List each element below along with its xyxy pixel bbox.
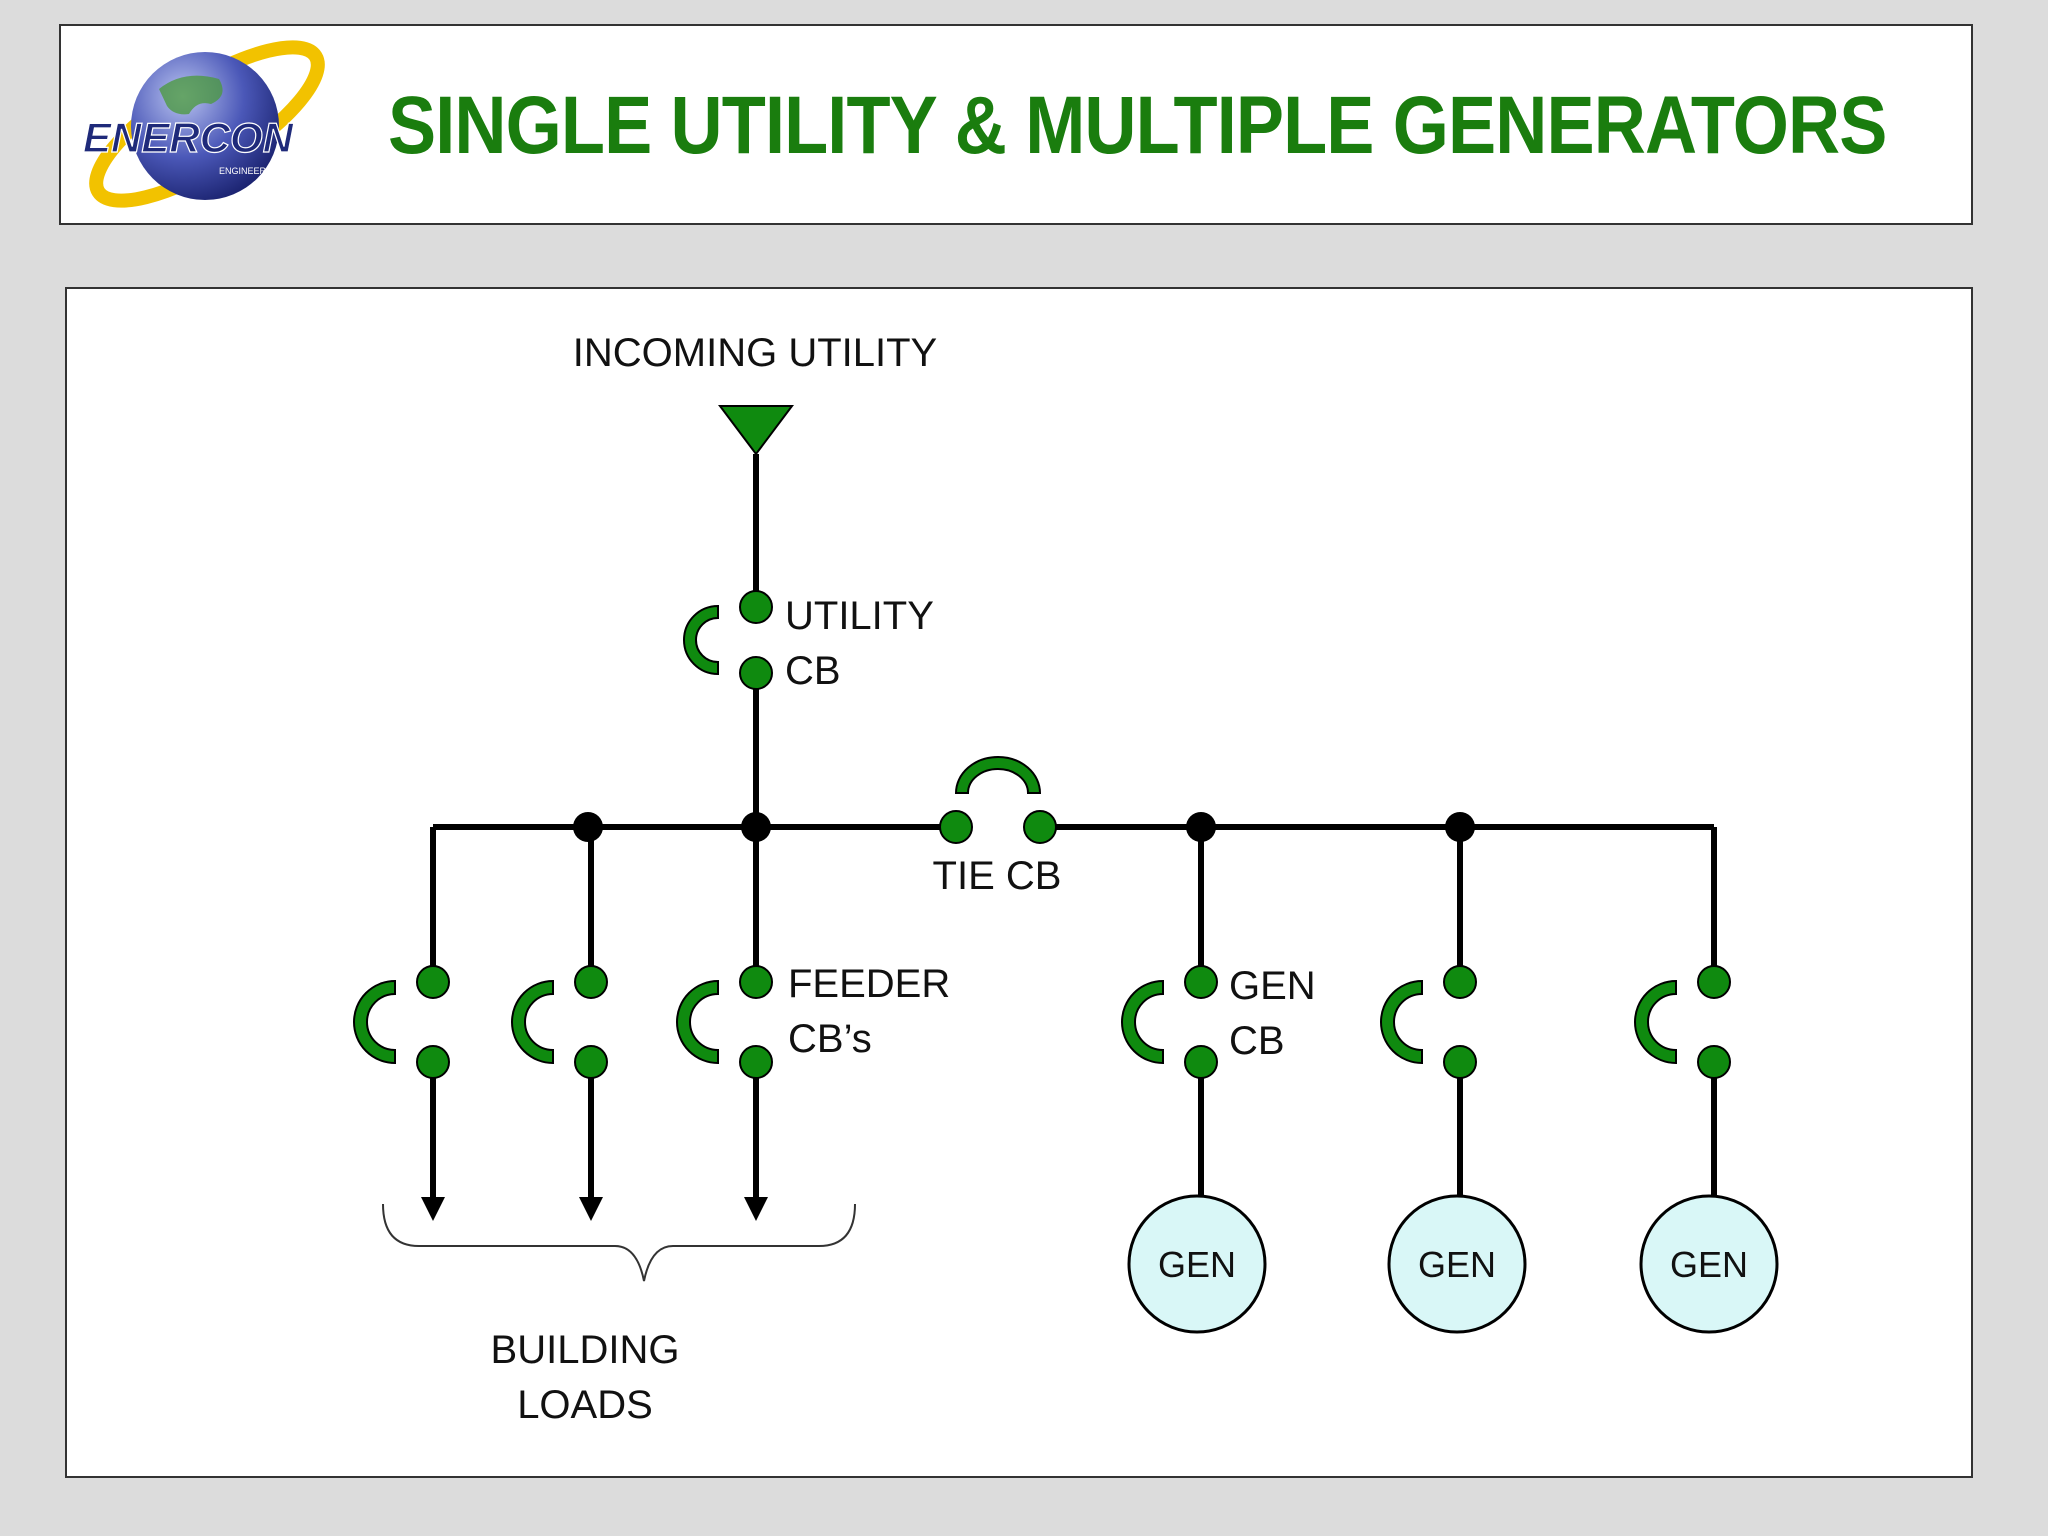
gen-breaker-2 <box>1380 965 1477 1079</box>
building-loads-label-line2: LOADS <box>517 1383 653 1427</box>
gen-breaker-1 <box>1121 965 1218 1079</box>
logo-subtext: ENGINEERING, INC. <box>219 166 305 176</box>
building-loads-label-line1: BUILDING <box>491 1328 680 1372</box>
utility-breaker <box>683 590 773 690</box>
load-arrows <box>421 1197 768 1221</box>
page-title: SINGLE UTILITY & MULTIPLE GENERATORS <box>388 79 1887 171</box>
junction-dot <box>1186 812 1216 842</box>
tie-cb-label: TIE CB <box>933 854 1062 898</box>
feeder-cb-label-line1: FEEDER <box>788 962 950 1006</box>
generator-3-label: GEN <box>1670 1244 1748 1285</box>
junction-dot <box>573 812 603 842</box>
junction-dot <box>741 812 771 842</box>
gen-cb-label-line2: CB <box>1229 1019 1285 1063</box>
enercon-logo: ENERCON ENGINEERING, INC. <box>82 40 325 208</box>
feeder-breaker-3 <box>676 965 773 1079</box>
utility-cb-label-line1: UTILITY <box>785 594 934 638</box>
tie-breaker <box>939 756 1057 844</box>
wiring <box>430 454 1717 1209</box>
utility-cb-label-line2: CB <box>785 649 841 693</box>
logo-text: ENERCON <box>83 114 295 161</box>
loads-brace <box>382 1203 856 1282</box>
generator-2-symbol <box>1387 1194 1527 1334</box>
generator-1-symbol <box>1127 1194 1267 1334</box>
circuit-breakers <box>353 590 1731 1079</box>
gen-breaker-3 <box>1634 965 1731 1079</box>
load-arrow <box>744 1197 768 1221</box>
generators <box>1127 1194 1779 1334</box>
diagram-panel: INCOMING UTILITY UTILITY CB TIE CB FEEDE… <box>65 287 1973 1478</box>
feeder-breaker-2 <box>511 965 608 1079</box>
generator-1-label: GEN <box>1158 1244 1236 1285</box>
generator-2-label: GEN <box>1418 1244 1496 1285</box>
bus-junctions <box>573 812 1475 842</box>
feeder-cb-label-line2: CB’s <box>788 1017 872 1061</box>
one-line-diagram: INCOMING UTILITY UTILITY CB TIE CB FEEDE… <box>353 331 1779 1427</box>
junction-dot <box>1445 812 1475 842</box>
header-panel: ENERCON ENGINEERING, INC. SINGLE UTILITY… <box>59 24 1973 225</box>
load-arrow <box>421 1197 445 1221</box>
feeder-breaker-1 <box>353 965 450 1079</box>
generator-3-symbol <box>1639 1194 1779 1334</box>
utility-source-symbol <box>718 405 794 456</box>
incoming-utility-label: INCOMING UTILITY <box>573 331 937 375</box>
logo-continent <box>159 75 223 115</box>
load-arrow <box>579 1197 603 1221</box>
gen-cb-label-line1: GEN <box>1229 964 1316 1008</box>
